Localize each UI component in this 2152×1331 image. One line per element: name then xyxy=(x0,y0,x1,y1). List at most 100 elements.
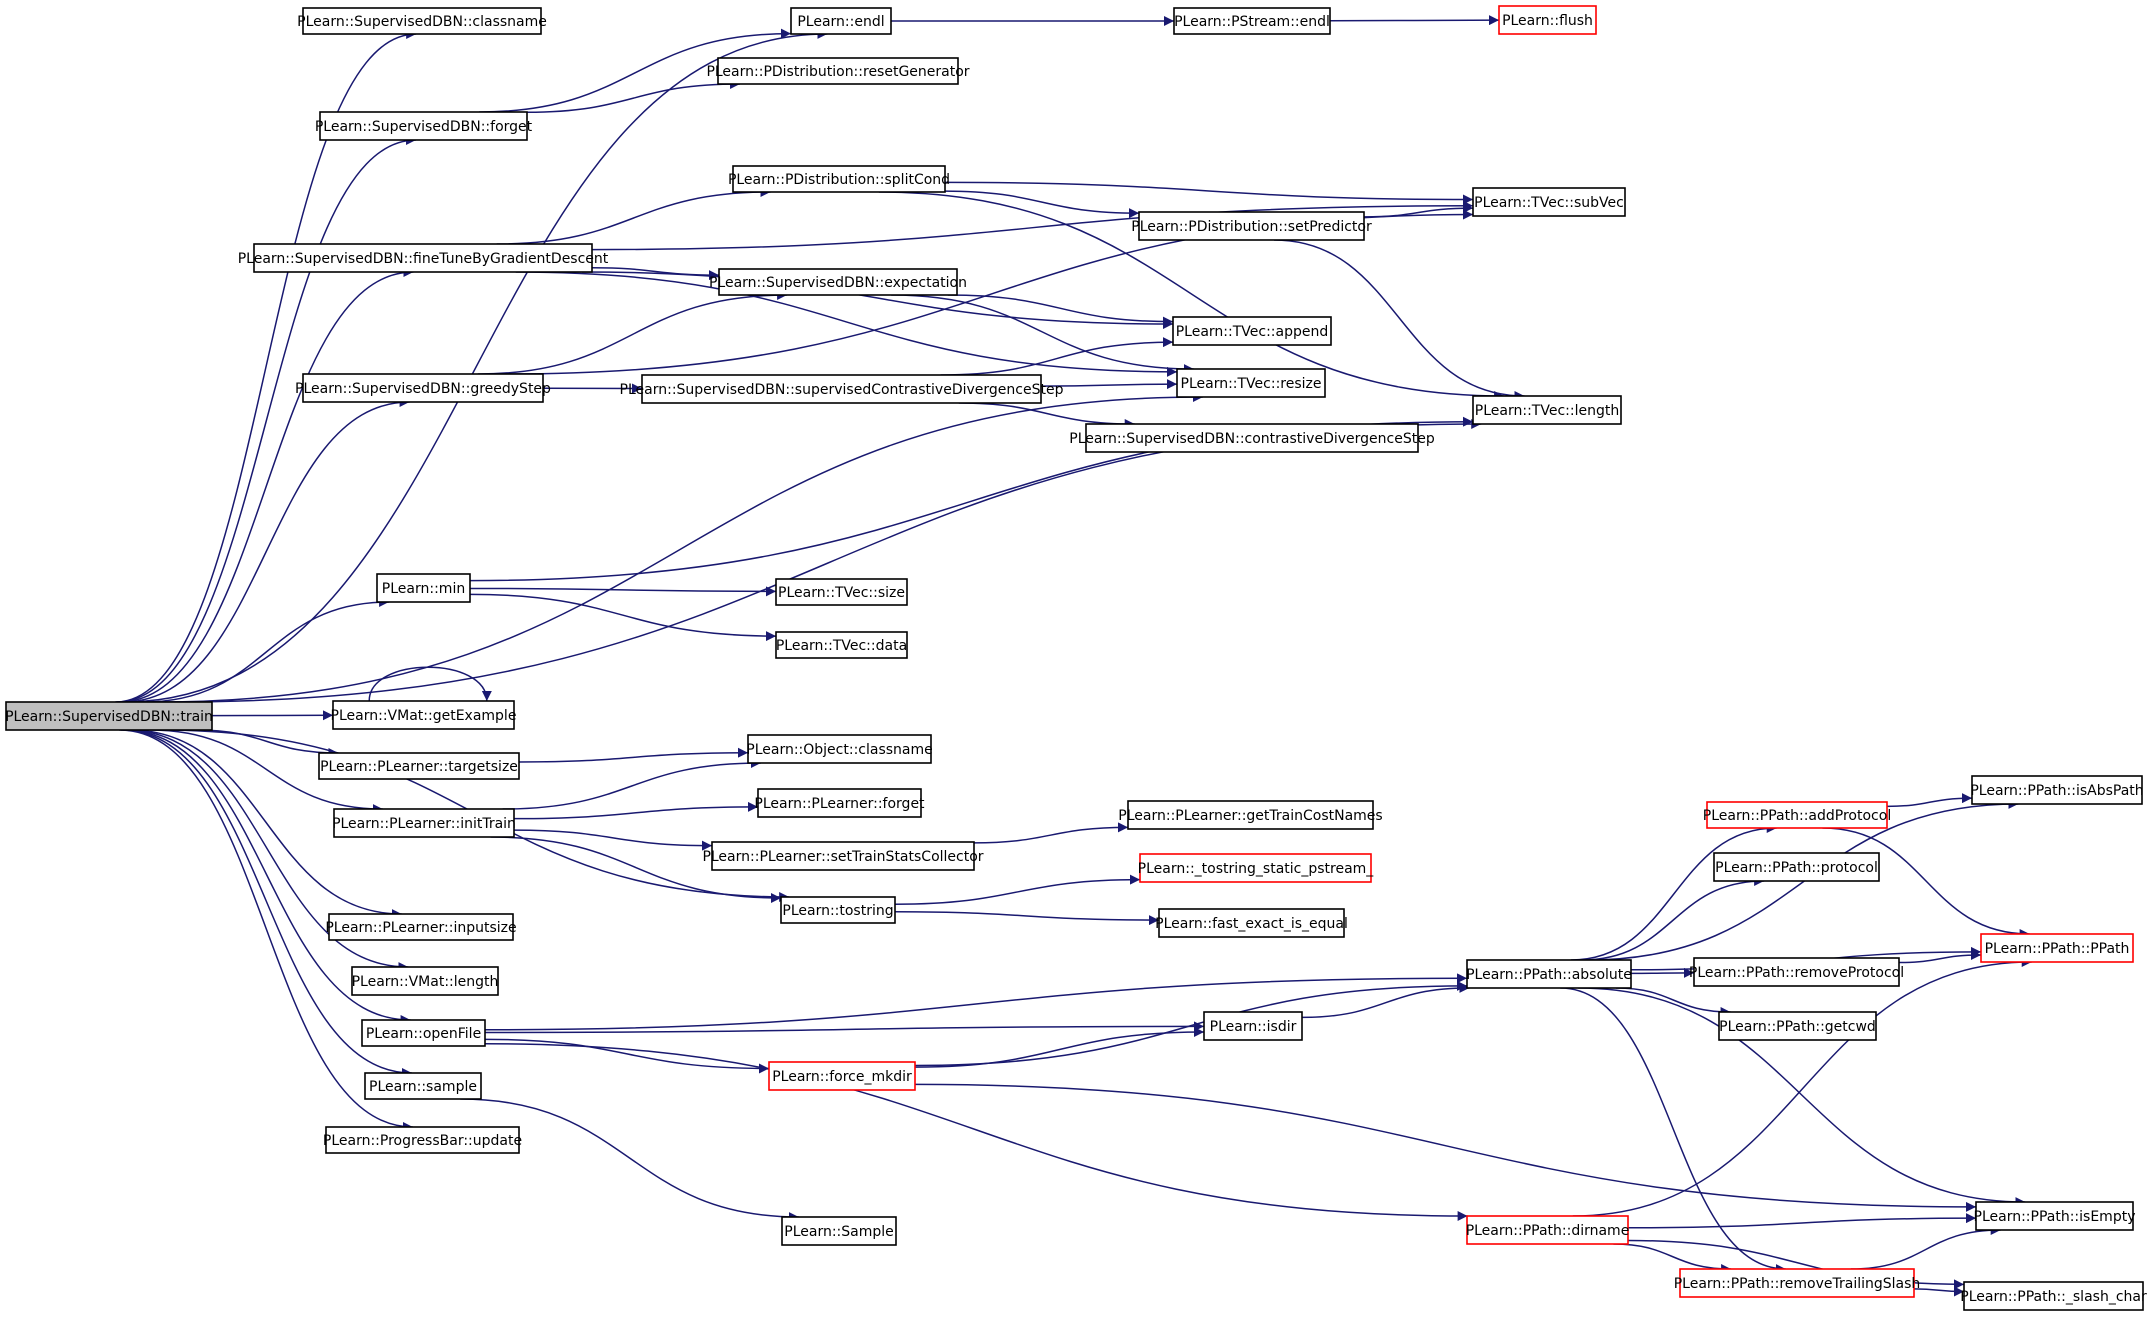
node-box xyxy=(318,752,520,780)
edge-targetsize-to-obj-classname xyxy=(518,747,749,763)
node-absolute[interactable]: PLearn::PPath::absolute xyxy=(1466,959,1632,989)
edge-train-to-resize xyxy=(157,392,1203,703)
edge-supcd-to-cdstep xyxy=(958,402,1135,429)
node-isdir[interactable]: PLearn::isdir xyxy=(1203,1011,1303,1041)
edge-sample-to-sample xyxy=(460,1098,799,1222)
node-label: PLearn::PStream::endl xyxy=(1174,14,1330,30)
node-expect[interactable]: PLearn::SupervisedDBN::expectation xyxy=(709,268,967,296)
node-box xyxy=(717,57,959,85)
node-obj-classname[interactable]: PLearn::Object::classname xyxy=(746,734,933,764)
edge-train-to-tlength xyxy=(174,419,1482,703)
edge-openfile-to-dirname xyxy=(484,1043,1468,1221)
node-label: PLearn::min xyxy=(382,581,465,597)
node-sample[interactable]: PLearn::sample xyxy=(364,1072,482,1100)
node-tlength[interactable]: PLearn::TVec::length xyxy=(1472,395,1622,425)
node-box xyxy=(711,841,975,871)
node-reset-gen[interactable]: PLearn::PDistribution::resetGenerator xyxy=(706,57,970,85)
edge-absolute-to-isabspath xyxy=(1587,799,2019,961)
node-isempty[interactable]: PLearn::PPath::isEmpty xyxy=(1974,1201,2136,1231)
node-tsize[interactable]: PLearn::TVec::size xyxy=(775,578,908,606)
node-tostring-static[interactable]: PLearn::_tostring_static_pstream_ xyxy=(1138,853,1375,883)
node-forcemkdir[interactable]: PLearn::force_mkdir xyxy=(768,1061,916,1091)
node-gettcn[interactable]: PLearn::PLearner::getTrainCostNames xyxy=(1118,800,1383,830)
node-label: PLearn::SupervisedDBN::greedyStep xyxy=(295,381,551,397)
edge-train-to-openfile xyxy=(122,729,411,1025)
node-sdbn-classname[interactable]: PLearn::SupervisedDBN::classname xyxy=(297,7,547,35)
node-addproto[interactable]: PLearn::PPath::addProtocol xyxy=(1703,801,1891,829)
edge-forget-to-endl xyxy=(479,28,792,113)
node-inputsize[interactable]: PLearn::PLearner::inputsize xyxy=(325,913,517,941)
edge-getex-to-getex xyxy=(368,666,492,702)
node-box xyxy=(333,808,515,838)
node-train[interactable]: PLearn::SupervisedDBN::train xyxy=(5,701,213,731)
node-setpred[interactable]: PLearn::PDistribution::setPredictor xyxy=(1131,211,1372,241)
node-slashchar[interactable]: PLearn::PPath::_slash_char xyxy=(1960,1281,2147,1311)
edge-train-to-greedy xyxy=(122,397,410,703)
edge-inittrain-to-settsc xyxy=(513,829,713,851)
node-getcwd[interactable]: PLearn::PPath::getcwd xyxy=(1718,1011,1877,1041)
node-forget[interactable]: PLearn::SupervisedDBN::forget xyxy=(315,111,533,141)
node-box xyxy=(757,788,922,818)
node-endl[interactable]: PLearn::endl xyxy=(790,7,892,35)
node-resize[interactable]: PLearn::TVec::resize xyxy=(1176,368,1326,398)
node-sample[interactable]: PLearn::Sample xyxy=(781,1216,897,1246)
node-append[interactable]: PLearn::TVec::append xyxy=(1172,316,1332,346)
node-label: PLearn::Object::classname xyxy=(746,742,933,758)
node-box xyxy=(302,7,542,35)
node-box xyxy=(768,1061,916,1091)
node-pbupdate[interactable]: PLearn::ProgressBar::update xyxy=(323,1126,522,1154)
node-isabspath[interactable]: PLearn::PPath::isAbsPath xyxy=(1970,775,2144,805)
node-label: PLearn::PPath::removeProtocol xyxy=(1689,965,1904,981)
node-box xyxy=(1971,775,2143,805)
node-label: PLearn::openFile xyxy=(366,1026,481,1042)
node-box xyxy=(780,896,896,924)
node-tostring[interactable]: PLearn::tostring xyxy=(780,896,896,924)
node-openfile[interactable]: PLearn::openFile xyxy=(361,1019,486,1047)
edge-finetune-to-splitcond xyxy=(496,187,771,245)
node-ppath[interactable]: PLearn::PPath::PPath xyxy=(1980,933,2134,963)
node-min[interactable]: PLearn::min xyxy=(376,573,471,603)
node-box xyxy=(319,111,528,141)
node-inittrain[interactable]: PLearn::PLearner::initTrain xyxy=(332,808,516,838)
node-settsc[interactable]: PLearn::PLearner::setTrainStatsCollector xyxy=(702,841,984,871)
node-box xyxy=(732,165,946,193)
node-getex[interactable]: PLearn::VMat::getExample xyxy=(331,700,517,730)
node-removeproto[interactable]: PLearn::PPath::removeProtocol xyxy=(1689,957,1904,987)
node-splitcond[interactable]: PLearn::PDistribution::splitCond xyxy=(728,165,950,193)
node-label: PLearn::SupervisedDBN::fineTuneByGradien… xyxy=(238,251,609,267)
edge-train-to-inputsize xyxy=(129,729,402,919)
edge-forcemkdir-to-isempty xyxy=(914,1083,1977,1212)
node-greedy[interactable]: PLearn::SupervisedDBN::greedyStep xyxy=(295,373,551,403)
node-cdstep[interactable]: PLearn::SupervisedDBN::contrastiveDiverg… xyxy=(1069,423,1435,453)
node-subvec[interactable]: PLearn::TVec::subVec xyxy=(1472,187,1626,217)
node-label: PLearn::endl xyxy=(797,14,884,30)
node-label: PLearn::SupervisedDBN::supervisedContras… xyxy=(620,382,1064,398)
node-pstream-endl[interactable]: PLearn::PStream::endl xyxy=(1173,7,1331,35)
node-fast-exact[interactable]: PLearn::fast_exact_is_equal xyxy=(1155,908,1348,938)
node-targetsize[interactable]: PLearn::PLearner::targetsize xyxy=(318,752,520,780)
edge-supcd-to-resize xyxy=(1040,379,1178,390)
node-label: PLearn::TVec::append xyxy=(1176,324,1329,340)
edge-absolute-to-removeproto xyxy=(1630,967,1695,978)
node-pl-forget[interactable]: PLearn::PLearner::forget xyxy=(754,788,925,818)
node-finetune[interactable]: PLearn::SupervisedDBN::fineTuneByGradien… xyxy=(238,243,609,273)
edge-expect-to-append xyxy=(947,294,1174,327)
node-removets[interactable]: PLearn::PPath::removeTrailingSlash xyxy=(1674,1268,1921,1298)
node-label: PLearn::PLearner::setTrainStatsCollector xyxy=(702,849,983,865)
node-layer: PLearn::SupervisedDBN::train PLearn::Supe… xyxy=(5,5,2147,1311)
node-box xyxy=(376,573,471,603)
node-label: PLearn::TVec::resize xyxy=(1181,376,1322,392)
node-vmlength[interactable]: PLearn::VMat::length xyxy=(351,966,499,996)
node-label: PLearn::PPath::absolute xyxy=(1466,967,1632,983)
edge-addproto-to-isabspath xyxy=(1886,793,1973,808)
node-box xyxy=(1158,908,1345,938)
edge-train-to-sdbn-classname xyxy=(115,29,417,703)
node-tdata[interactable]: PLearn::TVec::data xyxy=(775,631,908,659)
node-protocol[interactable]: PLearn::PPath::protocol xyxy=(1713,852,1880,882)
node-label: PLearn::PPath::getcwd xyxy=(1719,1019,1876,1035)
node-supcd[interactable]: PLearn::SupervisedDBN::supervisedContras… xyxy=(620,374,1064,404)
node-flush[interactable]: PLearn::flush xyxy=(1498,5,1597,35)
node-box xyxy=(1203,1011,1303,1041)
node-box xyxy=(1466,1215,1629,1245)
node-dirname[interactable]: PLearn::PPath::dirname xyxy=(1466,1215,1630,1245)
